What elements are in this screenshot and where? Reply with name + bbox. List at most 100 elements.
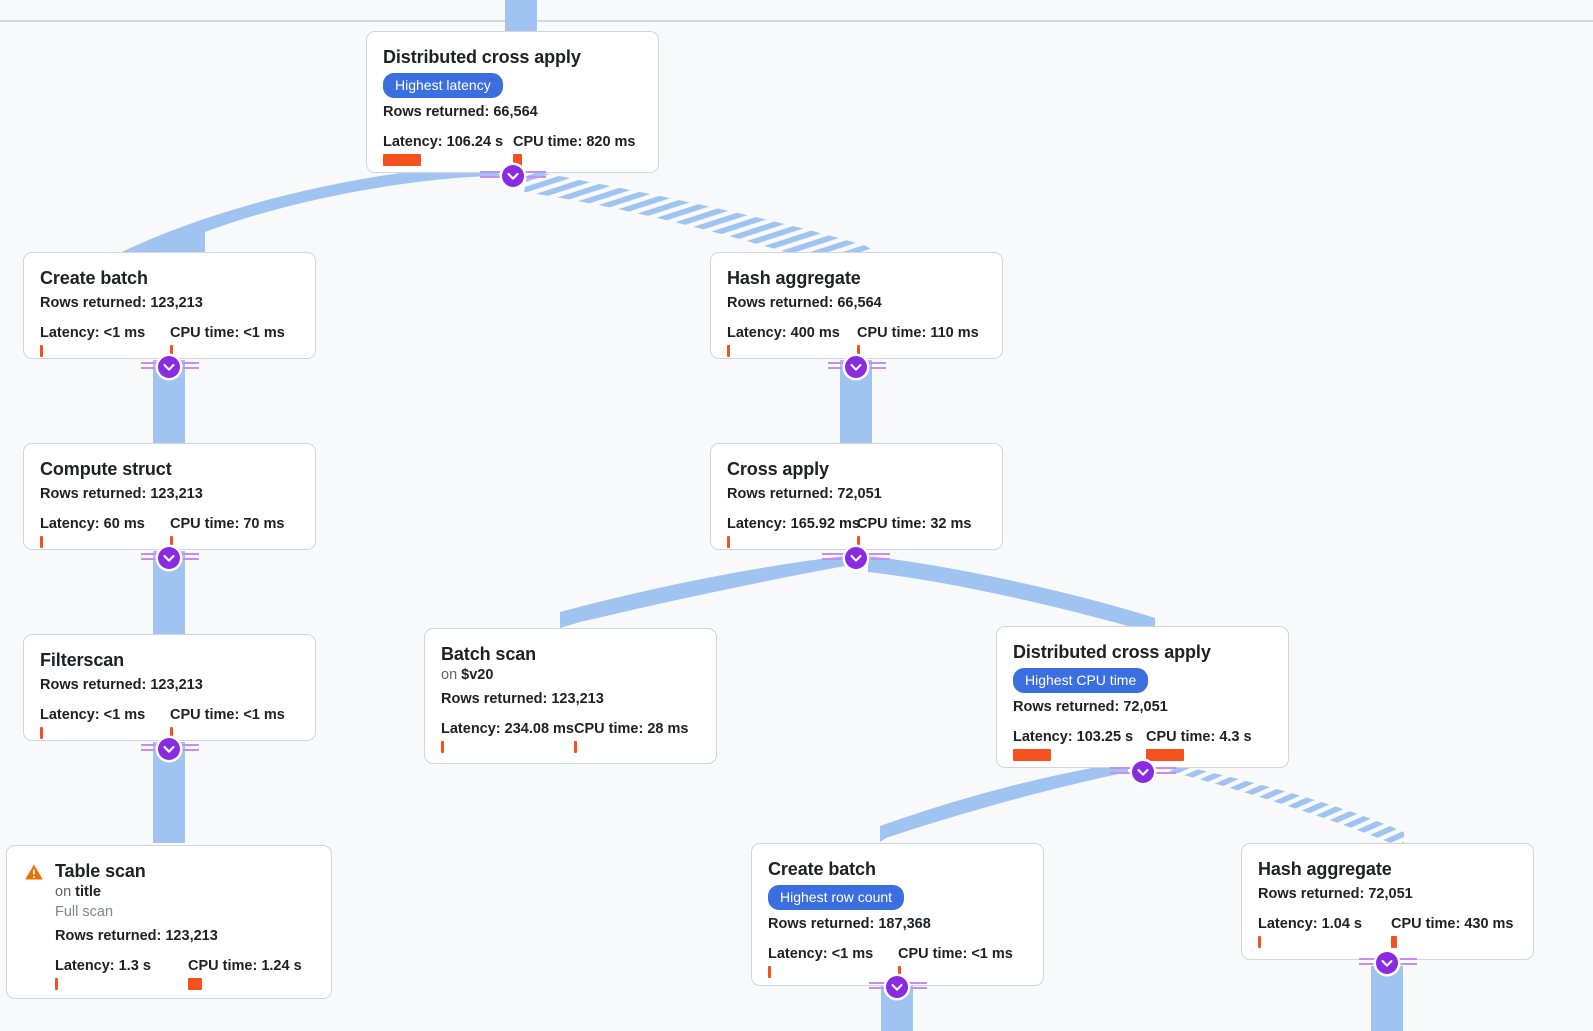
rows-returned: Rows returned: 187,368: [768, 916, 931, 932]
rows-returned: Rows returned: 72,051: [727, 486, 882, 502]
node-title: Create batch: [768, 859, 876, 879]
top-divider: [0, 20, 1593, 22]
chevron-down-icon: [163, 745, 175, 753]
chevron-down-icon: [850, 554, 862, 562]
node-title: Compute struct: [40, 459, 172, 479]
status-badge: Highest CPU time: [1013, 668, 1149, 693]
collapse-toggle-n3[interactable]: [845, 356, 867, 378]
toggle-disc: [158, 547, 180, 569]
latency-metric: Latency: 106.24 s: [383, 134, 513, 166]
latency-bar: [441, 741, 444, 753]
collapse-toggle-n6[interactable]: [158, 738, 180, 760]
collapse-toggle-n4[interactable]: [158, 547, 180, 569]
node-metrics: Latency: 400 ms CPU time: 110 ms: [727, 325, 986, 357]
collapse-toggle-n10[interactable]: [886, 976, 908, 998]
on-target-value: $v20: [461, 667, 494, 683]
latency-bar: [40, 345, 43, 357]
plan-node-distributed-cross-apply-root[interactable]: Distributed cross apply Highest latency …: [366, 31, 659, 173]
latency-bar: [383, 154, 421, 166]
plan-node-hash-aggregate-upper[interactable]: Hash aggregate Rows returned: 66,564 Lat…: [710, 252, 1003, 359]
chevron-down-icon: [507, 172, 519, 180]
plan-node-compute-struct[interactable]: Compute struct Rows returned: 123,213 La…: [23, 443, 316, 550]
node-title: Batch scan: [441, 644, 537, 664]
scan-type: Full scan: [55, 904, 114, 920]
chevron-down-icon: [163, 363, 175, 371]
cpu-metric: CPU time: 70 ms: [170, 516, 284, 548]
latency-metric: Latency: 400 ms: [727, 325, 857, 357]
node-metrics: Latency: <1 ms CPU time: <1 ms: [768, 946, 1027, 978]
collapse-toggle-n5[interactable]: [845, 547, 867, 569]
cpu-metric: CPU time: <1 ms: [170, 707, 285, 739]
latency-label: Latency: 106.24 s: [383, 134, 504, 150]
cpu-label: CPU time: 430 ms: [1391, 916, 1514, 932]
latency-label: Latency: 400 ms: [727, 325, 840, 341]
cpu-bar: [898, 966, 901, 978]
cpu-label: CPU time: <1 ms: [898, 946, 1013, 962]
latency-label: Latency: <1 ms: [768, 946, 874, 962]
toggle-disc: [158, 356, 180, 378]
plan-node-distributed-cross-apply-lower[interactable]: Distributed cross apply Highest CPU time…: [996, 626, 1289, 768]
rows-returned: Rows returned: 123,213: [40, 486, 203, 502]
latency-label: Latency: 103.25 s: [1013, 729, 1134, 745]
latency-bar: [727, 536, 730, 548]
cpu-metric: CPU time: 28 ms: [574, 721, 688, 753]
latency-label: Latency: 60 ms: [40, 516, 145, 532]
collapse-toggle-n11[interactable]: [1376, 952, 1398, 974]
cpu-metric: CPU time: 110 ms: [857, 325, 979, 357]
toggle-disc: [158, 738, 180, 760]
cpu-bar: [857, 536, 860, 548]
node-title: Hash aggregate: [727, 268, 861, 288]
cpu-bar: [170, 536, 173, 548]
chevron-down-icon: [891, 983, 903, 991]
warning-icon: [25, 864, 43, 880]
latency-metric: Latency: 1.04 s: [1258, 916, 1391, 948]
chevron-down-icon: [850, 363, 862, 371]
node-metrics: Latency: 103.25 s CPU time: 4.3 s: [1013, 729, 1272, 761]
cpu-bar: [188, 978, 202, 990]
node-metrics: Latency: <1 ms CPU time: <1 ms: [40, 325, 299, 357]
rows-returned: Rows returned: 123,213: [55, 928, 218, 944]
status-badge: Highest row count: [768, 885, 905, 910]
plan-node-create-batch-left[interactable]: Create batch Rows returned: 123,213 Late…: [23, 252, 316, 359]
plan-node-table-scan[interactable]: Table scan on title Full scan Rows retur…: [6, 845, 332, 999]
latency-metric: Latency: 103.25 s: [1013, 729, 1146, 761]
cpu-label: CPU time: 32 ms: [857, 516, 972, 532]
node-title: Table scan: [55, 861, 146, 881]
plan-node-batch-scan[interactable]: Batch scan on $v20 Rows returned: 123,21…: [424, 628, 717, 764]
cpu-bar: [574, 741, 577, 753]
cpu-bar: [170, 345, 173, 357]
node-metrics: Latency: 234.08 ms CPU time: 28 ms: [441, 721, 700, 753]
plan-node-filterscan[interactable]: Filterscan Rows returned: 123,213 Latenc…: [23, 634, 316, 741]
collapse-toggle-n1[interactable]: [502, 165, 524, 187]
node-title: Hash aggregate: [1258, 859, 1392, 879]
rows-returned: Rows returned: 123,213: [40, 677, 203, 693]
toggle-disc: [845, 356, 867, 378]
collapse-toggle-n8[interactable]: [1132, 761, 1154, 783]
rows-returned: Rows returned: 123,213: [441, 691, 604, 707]
latency-metric: Latency: 60 ms: [40, 516, 170, 548]
node-metrics: Latency: <1 ms CPU time: <1 ms: [40, 707, 299, 739]
cpu-bar: [513, 154, 522, 166]
latency-metric: Latency: 234.08 ms: [441, 721, 574, 753]
latency-bar: [55, 978, 58, 990]
latency-bar: [40, 536, 43, 548]
node-title: Filterscan: [40, 650, 125, 670]
chevron-down-icon: [1381, 959, 1393, 967]
chevron-down-icon: [1137, 768, 1149, 776]
cpu-bar: [857, 345, 860, 357]
plan-node-hash-aggregate-lower[interactable]: Hash aggregate Rows returned: 72,051 Lat…: [1241, 843, 1534, 960]
latency-bar: [727, 345, 730, 357]
node-metrics: Latency: 1.04 s CPU time: 430 ms: [1258, 916, 1517, 948]
plan-node-cross-apply[interactable]: Cross apply Rows returned: 72,051 Latenc…: [710, 443, 1003, 550]
latency-metric: Latency: <1 ms: [40, 707, 170, 739]
status-badge: Highest latency: [383, 73, 503, 98]
on-prefix: on: [55, 884, 72, 900]
node-metrics: Latency: 165.92 ms CPU time: 32 ms: [727, 516, 986, 548]
collapse-toggle-n2[interactable]: [158, 356, 180, 378]
on-prefix: on: [441, 667, 458, 683]
latency-bar: [1258, 936, 1261, 948]
node-title: Cross apply: [727, 459, 829, 479]
plan-node-create-batch-lower[interactable]: Create batch Highest row count Rows retu…: [751, 843, 1044, 986]
